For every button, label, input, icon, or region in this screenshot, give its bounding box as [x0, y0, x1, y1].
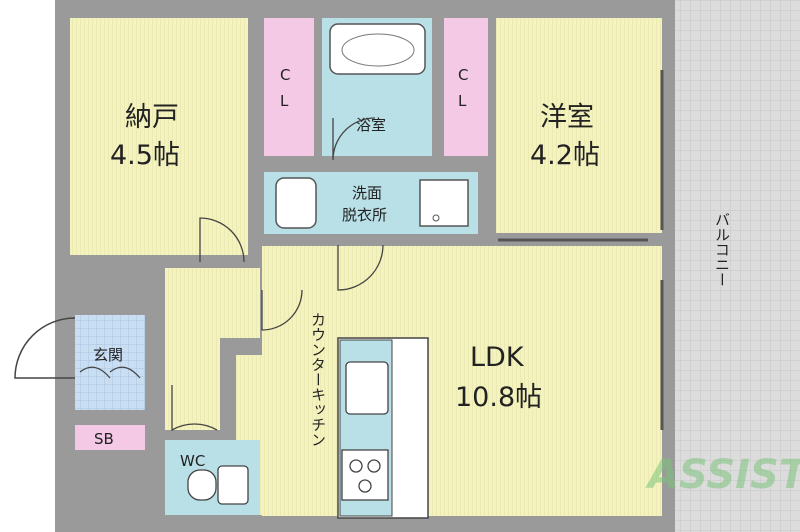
storage-room: [70, 18, 248, 255]
closet-left-l: L: [280, 92, 289, 110]
burner-icon: [349, 459, 363, 473]
storage-room-size: 4.5帖: [110, 140, 180, 171]
storage-room-name: 納戸: [125, 102, 179, 133]
closet-right: [444, 18, 488, 156]
washing-machine-icon: [419, 179, 469, 227]
ldk-size: 10.8帖: [455, 382, 542, 413]
balcony-label: バルコニー: [713, 212, 731, 287]
sink-icon: [275, 177, 317, 229]
washroom-label-line1: 洗面: [352, 184, 382, 202]
wc-label: WC: [180, 452, 205, 470]
closet-right-l: L: [458, 92, 467, 110]
hallway-door-icon: [261, 289, 303, 331]
closet-right-c: C: [458, 66, 468, 84]
ldk-name: LDK: [470, 342, 525, 373]
hallway: [165, 268, 260, 338]
kitchen-sink-icon: [345, 361, 389, 415]
washroom-door-icon: [337, 244, 384, 291]
entrance-floor-step-icon: [79, 366, 141, 379]
western-room: [496, 18, 662, 233]
closet-left-c: C: [280, 66, 290, 84]
toilet-bowl-icon: [187, 469, 217, 501]
drain-icon: [432, 214, 440, 222]
bathtub-icon: [329, 23, 426, 75]
assist-watermark: ASSIST: [645, 452, 800, 498]
burner-icon: [367, 459, 381, 473]
storage-door-icon: [199, 217, 245, 263]
wc-door-icon: [171, 385, 218, 432]
bath-label: 浴室: [356, 116, 386, 134]
entrance-door-icon: [14, 317, 76, 379]
burner-icon: [358, 479, 372, 493]
balcony-area: [675, 0, 800, 532]
western-room-size: 4.2帖: [530, 140, 600, 171]
toilet-tank-icon: [217, 465, 249, 505]
bathtub-basin-icon: [341, 33, 415, 67]
shoebox: [75, 425, 145, 450]
entrance: [75, 315, 145, 410]
bath-door-icon: [332, 117, 376, 161]
western-room-name: 洋室: [540, 102, 594, 133]
svg-text:ASSIST: ASSIST: [645, 452, 800, 498]
counter-kitchen-label: カウンターキッチン: [309, 312, 327, 447]
closet-left: [264, 18, 314, 156]
shoebox-label: SB: [94, 430, 114, 448]
entrance-label: 玄関: [93, 346, 123, 364]
washroom-label-line2: 脱衣所: [342, 206, 387, 224]
hallway-lower: [165, 330, 220, 430]
